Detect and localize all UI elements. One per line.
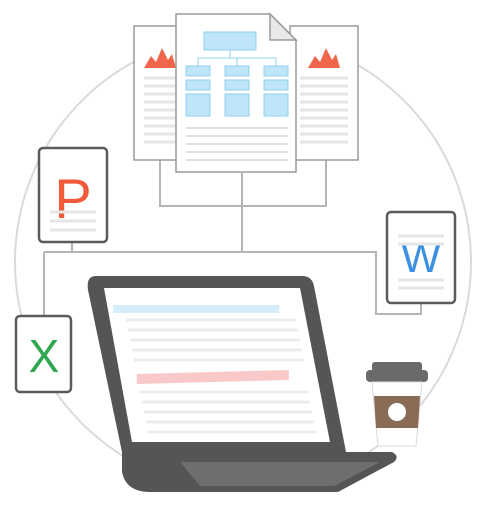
word-letter: W bbox=[401, 234, 441, 281]
flowchart-diagram bbox=[185, 31, 289, 117]
page-fold bbox=[269, 12, 298, 41]
screen-text-lines bbox=[126, 318, 316, 434]
powerpoint-file-icon: P bbox=[37, 146, 109, 244]
mountain-chart-icon bbox=[144, 48, 176, 68]
coffee-cup-icon bbox=[366, 362, 428, 447]
laptop bbox=[87, 276, 397, 492]
report-page-right bbox=[289, 25, 359, 161]
excel-letter: X bbox=[29, 330, 60, 382]
mountain-chart-icon bbox=[308, 48, 340, 68]
screen-highlight-red bbox=[136, 370, 289, 384]
screen-highlight-blue bbox=[113, 305, 280, 313]
word-file-icon: W bbox=[385, 210, 457, 305]
connector-lines bbox=[43, 160, 422, 316]
laptop-keyboard bbox=[180, 462, 380, 486]
flowchart-document bbox=[175, 12, 298, 173]
excel-file-icon: X bbox=[14, 314, 73, 394]
